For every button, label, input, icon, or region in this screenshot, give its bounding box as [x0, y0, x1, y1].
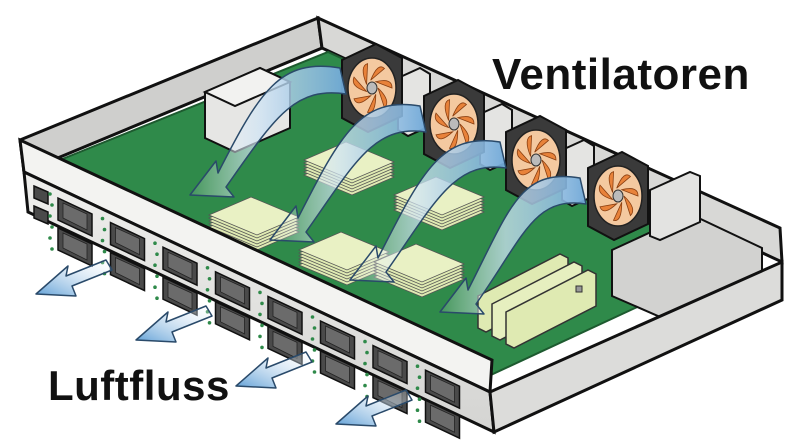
status-led	[415, 386, 420, 391]
status-led	[153, 263, 157, 268]
status-led	[155, 296, 159, 301]
front-port-grid	[48, 192, 461, 440]
status-led	[100, 238, 105, 243]
management-ports	[33, 184, 49, 226]
port-icon	[319, 349, 356, 391]
airflow-arrow-icon	[349, 139, 507, 283]
status-led	[155, 252, 159, 256]
port-icon	[109, 221, 146, 262]
status-led	[363, 361, 367, 366]
status-led	[207, 299, 212, 303]
airflow-arrow-icon	[439, 175, 587, 315]
fans-label: Ventilatoren	[492, 50, 750, 99]
port-icon	[267, 325, 303, 366]
exhaust-arrow-icon	[235, 351, 313, 389]
port-icon	[372, 344, 408, 385]
status-led	[258, 312, 262, 317]
status-led	[363, 383, 367, 388]
status-led	[417, 397, 422, 402]
status-led	[310, 337, 315, 341]
port-icon	[214, 300, 251, 341]
status-led	[207, 277, 212, 281]
status-led	[260, 323, 264, 328]
status-led	[153, 285, 157, 290]
status-led	[260, 301, 264, 306]
status-led	[48, 236, 52, 240]
port-icon	[57, 196, 93, 238]
fan-icon	[587, 150, 649, 242]
status-led	[205, 266, 210, 270]
status-led	[312, 348, 317, 352]
exhaust-arrow-icon	[135, 305, 213, 343]
status-led	[415, 364, 420, 369]
airflow-arrow-icon	[189, 65, 347, 198]
status-led	[417, 375, 422, 380]
status-led	[153, 241, 157, 245]
memory-module-icon	[477, 253, 597, 349]
status-led	[102, 249, 107, 254]
port-icon	[162, 246, 198, 287]
status-led	[102, 227, 107, 232]
status-led	[205, 288, 210, 292]
status-led	[100, 216, 105, 221]
status-led	[312, 326, 317, 330]
status-led	[50, 247, 54, 251]
status-led	[417, 419, 422, 424]
status-led	[260, 345, 264, 350]
port-icon	[424, 369, 461, 410]
port-icon	[267, 295, 303, 336]
status-led	[50, 225, 54, 229]
status-led	[207, 321, 212, 325]
status-led	[258, 334, 262, 339]
fan-row	[341, 42, 649, 242]
status-led	[415, 408, 420, 413]
port-icon	[424, 399, 461, 440]
port-icon	[319, 319, 356, 361]
exhaust-arrow-icon	[335, 389, 413, 427]
exhaust-arrow-icon	[35, 259, 113, 297]
port-icon	[214, 270, 251, 311]
status-led	[365, 350, 369, 355]
exhaust-airflow	[35, 259, 413, 427]
airflow-label: Luftfluss	[48, 362, 230, 409]
status-led	[310, 315, 315, 319]
status-led	[363, 339, 367, 344]
status-led	[365, 372, 369, 377]
status-led	[155, 274, 159, 279]
status-led	[258, 290, 262, 295]
psu-block	[649, 170, 701, 242]
status-led	[50, 203, 54, 207]
status-led	[48, 192, 52, 196]
status-led	[48, 214, 52, 218]
internal-airflow	[189, 65, 587, 315]
status-led	[312, 370, 317, 374]
airflow-arrow-icon	[269, 103, 427, 243]
